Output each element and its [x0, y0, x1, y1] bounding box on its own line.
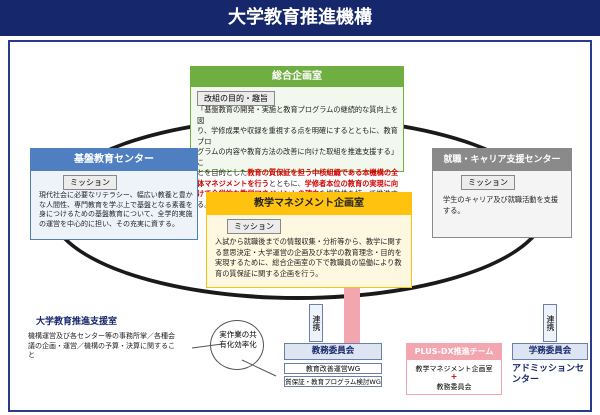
plus-dx-team-box: PLUS-DX推進チーム 教学マネジメント企画室 + 教務委員会	[406, 343, 502, 395]
support-office-box: 大学教育推進支援室 機構運営及び各センター等の事務所掌／各種会議の企画・運営／機…	[20, 306, 184, 366]
planning-line-1: 「基盤教育の開発・実施と教育プログラムの継続的な質向上を図	[197, 105, 399, 125]
planning-line-4: とを目的とした	[197, 168, 248, 177]
support-office-title: 大学教育推進支援室	[36, 317, 118, 327]
planning-line-3: グラムの内容や教育方法の改善に向けた取組を推進支援する」こ	[197, 147, 399, 167]
plus-dx-line-1: 教学マネジメント企画室	[415, 365, 493, 373]
teaching-office-title: 教学マネジメント企画室	[207, 193, 411, 215]
student-affairs-committee-box: 学務委員会	[512, 343, 588, 360]
renkei-label-right: 連携	[543, 304, 557, 342]
efficiency-bubble: 実作業の共有化効率化	[210, 320, 264, 370]
plus-dx-line-2: 教務委員会	[436, 383, 472, 391]
admission-center: アドミッションセンター	[512, 364, 585, 385]
efficiency-arrow-right	[241, 359, 277, 377]
planning-highlight-1: 教育の質保証を担う中核組織である本機構の全体マネジメントを行う	[197, 168, 399, 188]
basic-mission-text: 現代社会に必要なリテラシー、幅広い教養と豊かな人間性、専門教育を学ぶ上で基盤とな…	[39, 191, 193, 228]
planning-office-box: 総合企画室 改組の目的・趣旨 「基盤教育の開発・実施と教育プログラムの継続的な質…	[190, 66, 404, 209]
student-committee-title: 学務委員会	[528, 346, 572, 356]
planning-purpose-tag: 改組の目的・趣旨	[197, 91, 275, 106]
teaching-mission-text: 入試から就職後までの情報収集・分析等から、教学に関する意思決定・大学運営の企画及…	[215, 237, 402, 278]
efficiency-arrow	[191, 343, 277, 377]
planning-office-title: 総合企画室	[191, 67, 403, 87]
teaching-management-office-box: 教学マネジメント企画室 ミッション 入試から就職後までの情報収集・分析等から、教…	[206, 192, 412, 288]
efficiency-text: 実作業の共有化効率化	[219, 330, 257, 349]
basic-mission-tag: ミッション	[63, 175, 117, 190]
planning-mid: とともに、	[268, 178, 305, 188]
career-mission-tag: ミッション	[461, 175, 515, 190]
academic-affairs-committee-box: 教務委員会	[284, 343, 382, 360]
plus-dx-title: PLUS-DX推進チーム	[407, 344, 501, 360]
teaching-mission-tag: ミッション	[227, 219, 281, 234]
efficiency-arrow-left	[191, 343, 223, 349]
wg-education-improvement: 教育改善運営WG	[284, 363, 382, 374]
support-office-text: 機構運営及び各センター等の事務所掌／各種会議の企画・運営／機構の予算・決算に関す…	[28, 332, 175, 359]
plus-dx-plus: +	[450, 372, 458, 381]
basic-center-title: 基盤教育センター	[31, 149, 197, 171]
planning-line-2: り、学修成果や収録を重視する点を明確にするとともに、教育プロ	[197, 126, 398, 146]
career-center-title: 就職・キャリア支援センター	[433, 149, 571, 171]
career-mission-text: 学生のキャリア及び就職活動を支援する。	[443, 195, 559, 215]
renkei-label-left: 連携	[309, 304, 323, 342]
pink-connector	[344, 282, 360, 352]
wg-quality-assurance: 質保証・教育プログラム検討WG	[284, 376, 382, 387]
career-center-box: 就職・キャリア支援センター ミッション 学生のキャリア及び就職活動を支援する。	[432, 148, 572, 238]
basic-education-center-box: 基盤教育センター ミッション 現代社会に必要なリテラシー、幅広い教養と豊かな人間…	[30, 148, 198, 240]
page-title: 大学教育推進機構	[0, 0, 600, 36]
committee-title: 教務委員会	[311, 346, 355, 356]
